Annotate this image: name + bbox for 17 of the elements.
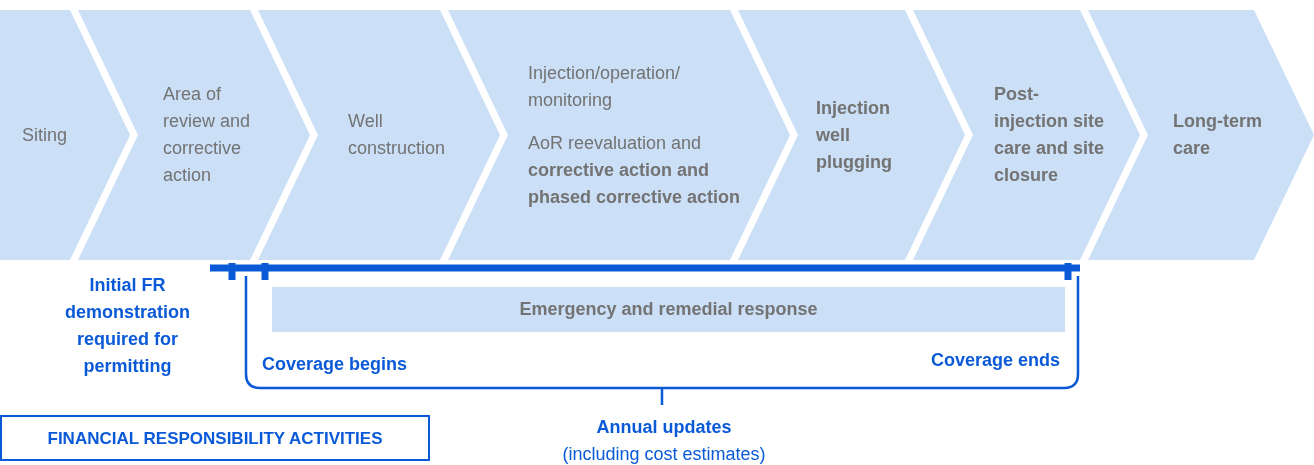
step-label: Injection well plugging — [816, 96, 893, 174]
bar-label: Emergency and remedial response — [519, 298, 818, 321]
step-label: Post-injection site care and site closure — [994, 83, 1106, 187]
milestone-label: Coverage begins — [262, 353, 408, 376]
step-label: Siting — [22, 123, 69, 147]
note-title: Annual updates — [595, 416, 733, 439]
response-bar — [272, 287, 1065, 332]
section-title: FINANCIAL RESPONSIBILITY ACTIVITIES — [47, 427, 383, 450]
step-label: Long-term care — [1173, 110, 1263, 160]
step-label: AoR reevaluation and corrective action and phased corrective action — [528, 131, 742, 209]
step-label: Well construction — [348, 110, 447, 160]
note-text: (including cost estimates) — [561, 443, 767, 465]
milestone-label: Coverage ends — [929, 349, 1060, 372]
step-label: Injection/operation/ monitoring — [528, 61, 682, 112]
milestone-label: Initial FR demonstration required for permitting — [64, 274, 191, 378]
section-box — [0, 415, 430, 461]
step-label: Area of review and corrective action — [163, 83, 252, 187]
